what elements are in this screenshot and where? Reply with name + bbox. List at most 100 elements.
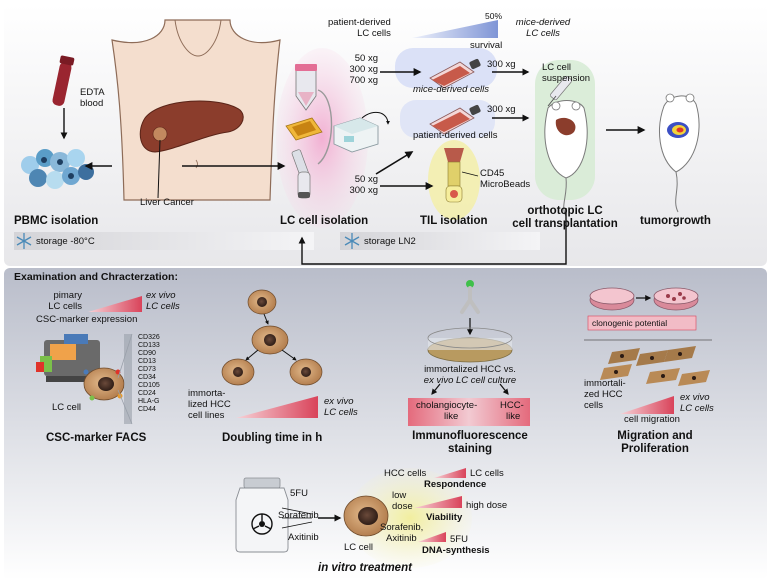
clonogenic-dish-icon bbox=[589, 287, 699, 311]
drug-vial-icon bbox=[235, 477, 289, 553]
dna-wedge bbox=[418, 532, 446, 542]
centrifuge-icon bbox=[333, 117, 379, 153]
resp-title: Respondence bbox=[424, 479, 487, 490]
xg-patient-label: 300 xg bbox=[487, 104, 516, 115]
resp-left-label: HCC cells bbox=[384, 468, 427, 479]
antibody-icon bbox=[460, 280, 480, 314]
mice-cells-glow bbox=[395, 48, 497, 88]
stage-pbmc: PBMC isolation bbox=[14, 215, 99, 227]
treatment-title: in vitro treatment bbox=[318, 562, 412, 574]
resp-right-label: LC cells bbox=[470, 468, 504, 479]
facs-cell-icon bbox=[83, 367, 125, 401]
xg-mice-label: 300 xg bbox=[487, 59, 516, 70]
liver-cancer-label: Liver Cancer bbox=[140, 197, 194, 208]
pbmc-cells-icon bbox=[21, 149, 94, 189]
migration-wedge bbox=[620, 396, 674, 414]
treatment-glow bbox=[348, 468, 472, 568]
tissue-dish-icon bbox=[285, 117, 323, 141]
facs-title: CSC-marker FACS bbox=[46, 432, 147, 444]
cholangio-hcc-bar bbox=[408, 398, 530, 426]
tubing-line bbox=[317, 89, 333, 165]
storage-minus80-label: storage -80°C bbox=[36, 236, 95, 247]
snowflake-icon-ln2 bbox=[344, 233, 360, 249]
return-loop-arrow bbox=[298, 208, 567, 265]
til-column-icon bbox=[444, 148, 464, 203]
snowflake-icon-minus80 bbox=[16, 233, 32, 249]
dna-left-label: Sorafenib,Axitinib bbox=[380, 522, 424, 544]
stage-lc-isolation: LC cell isolation bbox=[280, 215, 369, 227]
mice-culture-flask-icon bbox=[429, 58, 481, 89]
drug-5fu: 5FU bbox=[290, 488, 308, 499]
storage-band-minus80 bbox=[14, 232, 314, 250]
migration-cells-icon bbox=[600, 346, 710, 386]
patient-derived-cells-label: patient-derived cells bbox=[413, 130, 498, 141]
injection-syringe-icon bbox=[547, 75, 572, 107]
mice-derived-cells-label: mice-derived cells bbox=[413, 84, 490, 95]
migration-caption: cell migration bbox=[624, 414, 680, 425]
immuno-caption: immortalized HCC vs.ex vivo LC cell cult… bbox=[423, 364, 517, 386]
facs-machine-icon bbox=[36, 334, 100, 382]
survival-percent: 50% bbox=[485, 11, 503, 21]
doubling-wedge bbox=[236, 396, 318, 418]
treatment-cell-icon bbox=[343, 495, 389, 537]
culture-dish-icon bbox=[427, 327, 513, 363]
via-right-label: high dose bbox=[466, 500, 508, 511]
stage-tumor: tumorgrowth bbox=[640, 215, 711, 227]
bottom-panel bbox=[4, 268, 767, 580]
clonogenic-label: clonogenic potential bbox=[592, 318, 668, 328]
respondence-wedge bbox=[434, 468, 466, 478]
dna-right-label: 5FU bbox=[450, 534, 468, 545]
drug-axitinib: Axitinib bbox=[288, 532, 319, 543]
doubling-cells-icon bbox=[221, 289, 323, 386]
stage-til: TIL isolation bbox=[420, 215, 488, 227]
drug-sorafenib: Sorafenib bbox=[278, 510, 319, 521]
tumor-icon bbox=[152, 126, 168, 142]
examination-heading: Examination and Chracterzation: bbox=[14, 271, 178, 283]
patient-culture-flask-icon bbox=[429, 104, 481, 135]
dna-title: DNA-synthesis bbox=[422, 545, 490, 556]
storage-band-ln2 bbox=[340, 232, 540, 250]
falcon-tube-icon bbox=[295, 64, 317, 111]
facs-wedge bbox=[88, 296, 142, 312]
centrifuge-speeds-bottom: 50 xg 300 xg bbox=[349, 174, 378, 196]
immuno-left-label: cholangiocyte-like bbox=[416, 400, 478, 422]
viability-wedge bbox=[414, 496, 462, 508]
survival-word: survival bbox=[470, 40, 503, 51]
centrifuge-speeds-top: 50 xg 300 xg 700 xg bbox=[349, 53, 378, 86]
facs-cell-label: LC cell bbox=[52, 402, 82, 413]
liver-cancer-pointer bbox=[157, 139, 161, 199]
mouse-transplant-icon bbox=[544, 100, 588, 217]
blood-tube-icon bbox=[52, 55, 75, 106]
facs-caption: CSC-marker expression bbox=[36, 314, 138, 325]
clonogenic-bar bbox=[587, 315, 697, 331]
immuno-right-label: HCC-like bbox=[500, 400, 524, 422]
treatment-cell-label: LC cell bbox=[344, 542, 374, 553]
mouse-tumor-icon bbox=[659, 93, 700, 213]
rotation-arrow-icon bbox=[361, 111, 390, 125]
survival-wedge bbox=[412, 20, 498, 38]
arrow-to-patient-flask bbox=[375, 151, 414, 175]
liver-icon bbox=[139, 100, 244, 153]
syringe-tube-icon bbox=[291, 149, 311, 199]
storage-ln2-label: storage LN2 bbox=[364, 236, 416, 247]
doubling-title: Doubling time in h bbox=[222, 432, 323, 444]
via-title: Viability bbox=[426, 512, 463, 523]
